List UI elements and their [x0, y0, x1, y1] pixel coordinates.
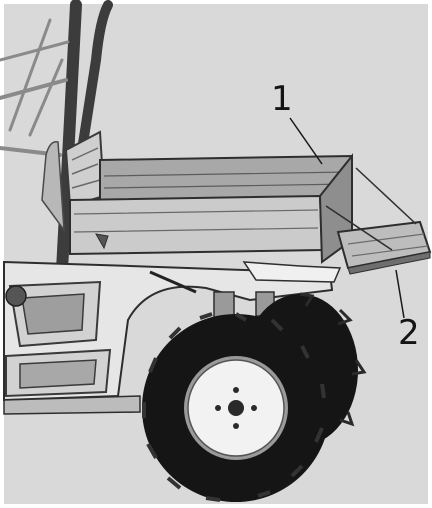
body-panels	[3, 260, 342, 415]
leader-line-2	[395, 269, 405, 319]
leader-line-1	[289, 117, 323, 165]
cargo-box	[69, 153, 353, 264]
leader-lines	[289, 117, 405, 319]
callout-label-1: 1	[271, 79, 293, 119]
seat-back	[41, 141, 65, 233]
rear-tire	[142, 312, 330, 502]
callout-label-2: 2	[398, 313, 420, 353]
tailgate	[325, 167, 432, 275]
